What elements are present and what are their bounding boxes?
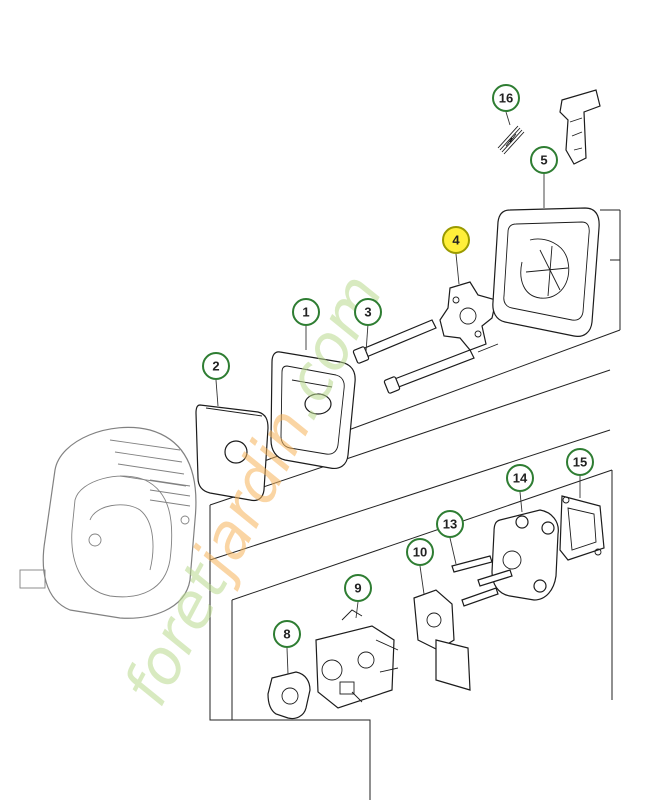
callout-4: 4 [442, 226, 470, 254]
leader-lines [215, 111, 581, 675]
callout-9: 9 [344, 574, 372, 602]
callout-14-label: 14 [513, 471, 528, 486]
intake-manifold [491, 509, 559, 601]
carburetor-gasket [267, 671, 311, 720]
callout-15-label: 15 [573, 455, 587, 470]
callout-15: 15 [566, 448, 594, 476]
callout-13-label: 13 [443, 517, 457, 532]
callout-13: 13 [436, 510, 464, 538]
callout-5-label: 5 [540, 153, 547, 168]
callout-1-label: 1 [302, 305, 309, 320]
callout-8: 8 [273, 620, 301, 648]
callout-9-label: 9 [354, 581, 361, 596]
screws-upper [352, 299, 499, 394]
carburetor [315, 609, 399, 709]
air-filter-element [195, 404, 269, 502]
callout-16-label: 16 [499, 91, 513, 106]
gasket-intake [559, 495, 605, 561]
insulator-gasket [413, 589, 471, 691]
callout-10: 10 [406, 538, 434, 566]
callout-5: 5 [530, 146, 558, 174]
callout-14: 14 [506, 464, 534, 492]
callout-8-label: 8 [283, 627, 290, 642]
callout-10-label: 10 [413, 545, 427, 560]
callout-4-label: 4 [452, 233, 460, 248]
callout-2-label: 2 [212, 359, 219, 374]
callout-group: 16 5 4 3 1 2 15 14 13 10 9 [202, 84, 594, 648]
air-box [492, 207, 600, 337]
callout-3-label: 3 [364, 305, 371, 320]
spring-and-lever [497, 89, 601, 165]
callout-16: 16 [492, 84, 520, 112]
callout-1: 1 [292, 298, 320, 326]
callout-3: 3 [354, 298, 382, 326]
engine-cover-drawing [19, 426, 197, 619]
filter-holder [270, 351, 356, 470]
manifold-bolts [451, 555, 513, 607]
deflector-plate [439, 281, 497, 351]
callout-2: 2 [202, 352, 230, 380]
